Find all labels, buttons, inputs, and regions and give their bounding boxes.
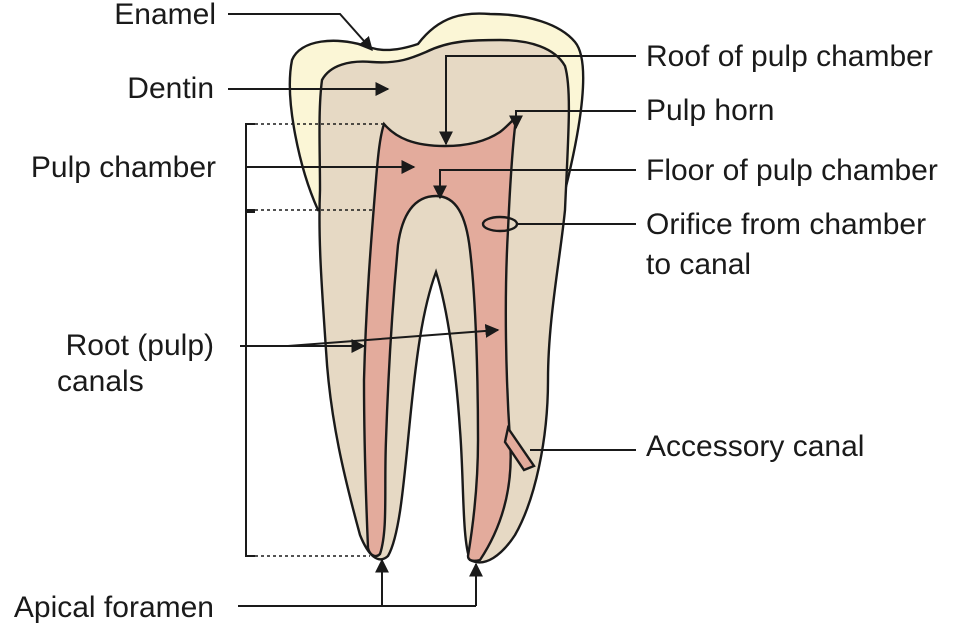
label-accessory-canal: Accessory canal	[646, 430, 864, 463]
label-pulp-horn: Pulp horn	[646, 94, 774, 127]
dentin-layer	[318, 38, 571, 564]
labels: Enamel Dentin Pulp chamber Root (pulp) c…	[14, 0, 938, 624]
label-dentin: Dentin	[127, 72, 214, 105]
accessory-canal-branch	[503, 425, 536, 472]
enamel-leader	[228, 13, 373, 52]
floor-leader	[433, 169, 636, 200]
label-floor-of-pulp-chamber: Floor of pulp chamber	[646, 154, 938, 187]
label-pulp-chamber: Pulp chamber	[31, 151, 216, 184]
label-root-canals-line1: Root (pulp)	[66, 329, 214, 362]
pulp-cavity	[362, 115, 518, 562]
label-enamel: Enamel	[114, 0, 216, 31]
label-root-canals-line2: canals	[57, 365, 144, 398]
label-orifice-line2: to canal	[646, 248, 751, 281]
root-canal-leader-right	[287, 323, 500, 347]
pulp-horn-leader	[509, 110, 636, 130]
label-roof-of-pulp-chamber: Roof of pulp chamber	[646, 40, 933, 73]
roof-leader	[439, 55, 636, 146]
label-apical-foramen: Apical foramen	[14, 591, 214, 624]
tooth	[288, 12, 585, 564]
leader-lines	[228, 13, 636, 607]
label-orifice-line1: Orifice from chamber	[646, 208, 926, 241]
